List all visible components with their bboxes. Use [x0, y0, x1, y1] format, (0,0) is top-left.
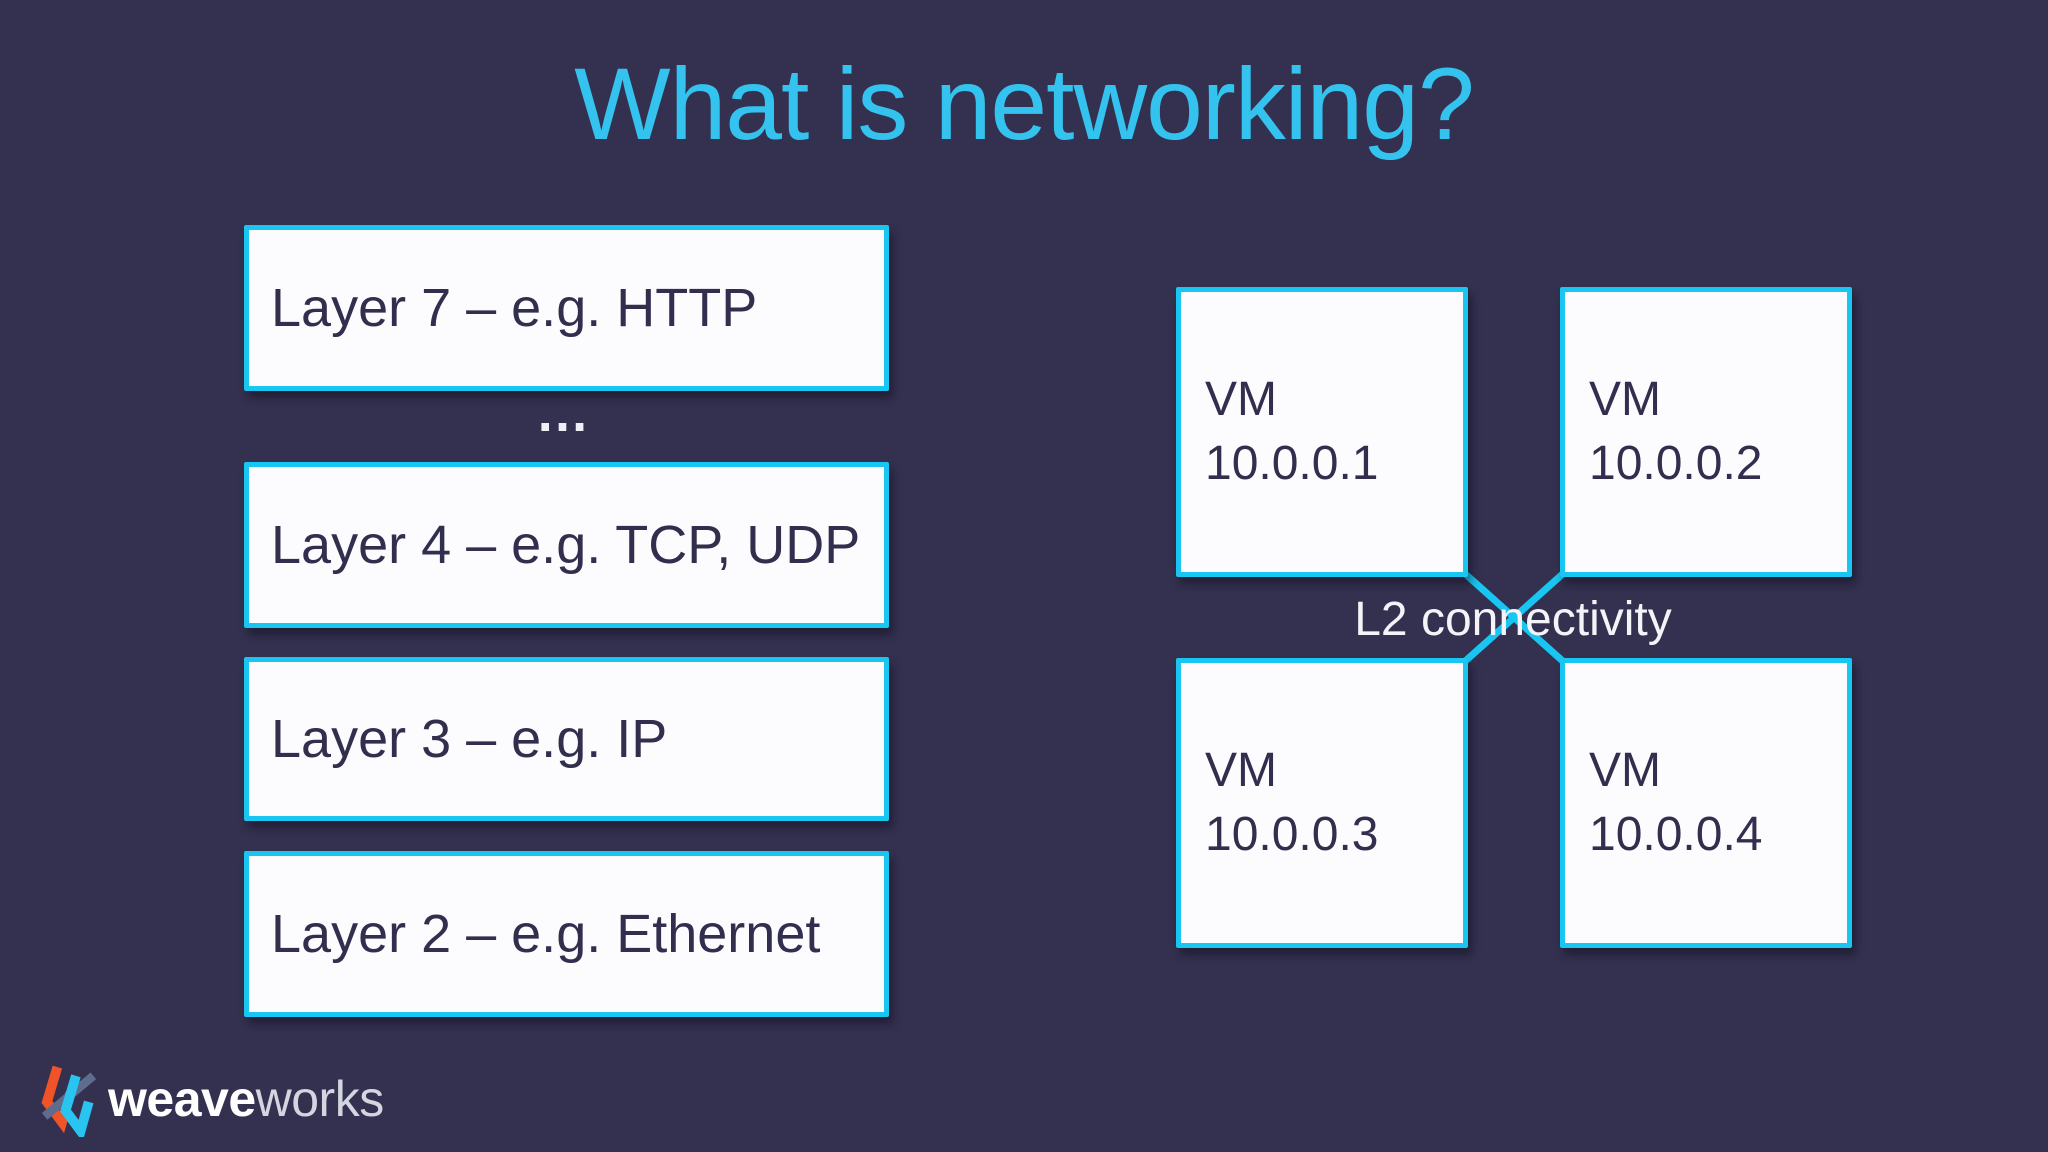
layer-label: Layer 3 – e.g. IP [271, 709, 668, 769]
vm-name: VM [1589, 373, 1661, 426]
vm-ip: 10.0.0.4 [1589, 808, 1763, 861]
layer-label: Layer 7 – e.g. HTTP [271, 278, 758, 338]
vm-ip: 10.0.0.3 [1205, 808, 1379, 861]
weaveworks-logo: weaveworks [40, 1060, 384, 1138]
l2-connectivity-label: L2 connectivity [1354, 593, 1672, 646]
brand-text: weaveworks [108, 1070, 384, 1128]
layer-label: Layer 2 – e.g. Ethernet [271, 904, 821, 964]
vm-name: VM [1205, 744, 1277, 797]
layer-label: Layer 4 – e.g. TCP, UDP [271, 515, 861, 575]
layer-box-3: Layer 3 – e.g. IP [244, 657, 889, 821]
vm-ip: 10.0.0.1 [1205, 437, 1379, 490]
layer-box-7: Layer 7 – e.g. HTTP [244, 225, 889, 391]
vm-name: VM [1589, 744, 1661, 797]
vm-box-4: VM 10.0.0.4 [1560, 658, 1852, 948]
brand-light: works [255, 1071, 385, 1127]
weaveworks-logo-icon [41, 1065, 97, 1137]
page-title: What is networking? [574, 47, 1474, 161]
vm-box-3: VM 10.0.0.3 [1176, 658, 1468, 948]
vm-box-1: VM 10.0.0.1 [1176, 287, 1468, 577]
brand-bold: weave [108, 1071, 256, 1127]
layer-box-4: Layer 4 – e.g. TCP, UDP [244, 462, 889, 628]
vm-name: VM [1205, 373, 1277, 426]
l2-cross-connection-lines-icon [1458, 567, 1570, 668]
stack-ellipsis: … [535, 383, 598, 443]
vm-ip: 10.0.0.2 [1589, 437, 1763, 490]
layer-box-2: Layer 2 – e.g. Ethernet [244, 851, 889, 1017]
vm-box-2: VM 10.0.0.2 [1560, 287, 1852, 577]
